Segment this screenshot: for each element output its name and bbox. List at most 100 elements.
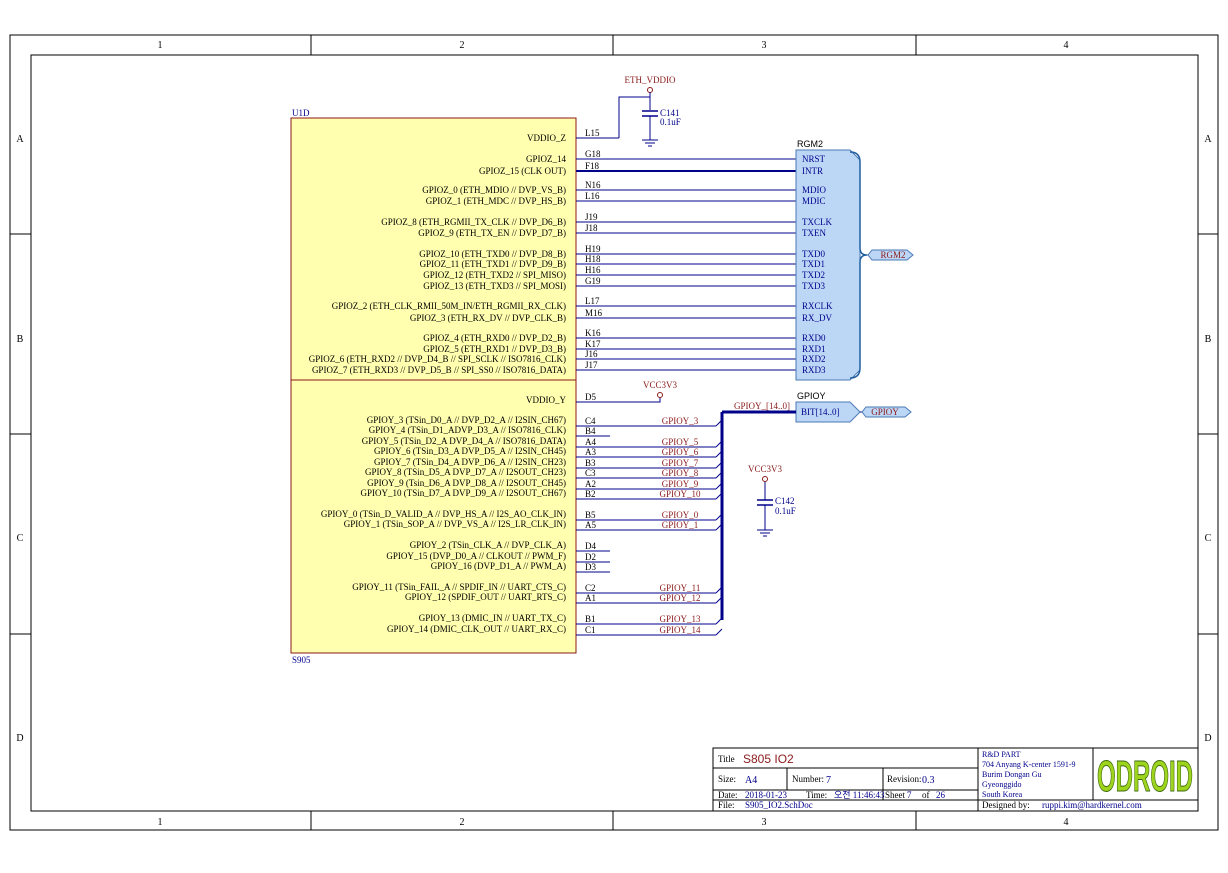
c142-decoupling: VCC3V3 C142 0.1uF [748,464,796,537]
pin-number: N16 [585,180,601,190]
col-label-top: 1 [158,40,163,51]
time-label: Time: [806,790,827,800]
row-label-left: B [17,334,24,345]
bus-entry [715,586,723,594]
gpioy-harness[interactable]: GPIOY BIT[14..0] GPIOY [795,391,912,423]
pin-number: F18 [585,161,600,171]
pin-number: L17 [585,296,600,306]
pin-label: GPIOY_12 (SPDIF_OUT // UART_RTS_C) [405,592,566,602]
bus-entries: GPIOY_3GPIOY_5GPIOY_6GPIOY_7GPIOY_8GPIOY… [659,416,723,636]
pin-number: J16 [585,349,598,359]
sheet-value: 7 [907,790,912,800]
net-label: GPIOY_0 [662,510,699,520]
pin-label: VDDIO_Y [526,395,566,405]
net-label: GPIOY_13 [659,614,701,624]
gpioy-bus: GPIOY_[14..0] GPIOY_3GPIOY_5GPIOY_6GPIOY… [659,401,796,636]
pin-label: GPIOZ_10 (ETH_TXD0 // DVP_D8_B) [419,249,566,259]
bus-entry [715,492,723,500]
pin-number: K16 [585,328,601,338]
pin-label: GPIOZ_7 (ETH_RXD3 // DVP_D5_B // SPI_SS0… [312,365,566,375]
harness-entry: RXCLK [802,301,833,311]
net-label: GPIOY_14 [659,625,701,635]
row-label-right: C [1205,533,1212,544]
designed-by: ruppi.kim@hardkernel.com [1042,800,1142,810]
harness-entry: RX_DV [802,313,833,323]
company-line: South Korea [982,790,1023,799]
net-label: GPIOY_7 [662,458,699,468]
pin-label: GPIOZ_5 (ETH_RXD1 // DVP_D3_B) [423,344,566,354]
bus-entry [715,596,723,604]
net-label: GPIOY_12 [659,593,700,603]
pin-label: GPIOY_3 (TSin_D0_A // DVP_D2_A // I2SIN_… [367,415,566,425]
size-value: A4 [745,775,757,786]
power-port-label: VCC3V3 [643,380,678,390]
pin-label: GPIOZ_15 (CLK OUT) [479,166,566,176]
power-port-label: ETH_VDDIO [625,75,676,85]
power-port-circle [762,476,768,482]
pin-number: L15 [585,128,600,138]
harness-entry: BIT[14..0] [801,407,840,417]
harness-title: GPIOY [797,391,826,401]
harness-entry: TXD0 [802,249,825,259]
pin-label: GPIOZ_2 (ETH_CLK_RMII_50M_IN/ETH_RGMII_R… [332,301,566,311]
pin-label: GPIOY_9 (Tsin_D6_A DVP_D8_A // I2SOUT_CH… [367,478,566,488]
row-label-right: A [1204,134,1212,145]
vcc3v3-power-a: VCC3V3 [610,380,678,403]
pin-number: A3 [585,447,596,457]
pin-label: GPIOZ_8 (ETH_RGMII_TX_CLK // DVP_D6_B) [381,217,566,227]
harness-entry: MDIC [802,196,826,206]
port-label: GPIOY [871,407,899,417]
pin-number: G18 [585,149,601,159]
cap-ref: C142 [775,496,795,506]
net-label: GPIOY_9 [662,479,699,489]
pin-label: VDDIO_Z [527,133,566,143]
title-label: Title [718,754,735,764]
date-value: 2018-01-23 [745,790,787,800]
frame-labels: 1 2 3 4 1 2 3 4 A B C D A B C D [16,40,1212,828]
pin-number: B2 [585,489,596,499]
pin-label: GPIOY_15 (DVP_D0_A // CLKOUT // PWM_F) [386,551,566,561]
file-value: S905_IO2.SchDoc [745,800,813,810]
gpioy-port [861,406,912,418]
pin-label: GPIOY_14 (DMIC_CLK_OUT // UART_RX_C) [387,624,566,634]
number-label: Number: [792,774,824,784]
net-label: GPIOY_10 [659,489,701,499]
pin-label: GPIOY_10 (TSin_D7_A DVP_D9_A // I2SOUT_C… [360,488,566,498]
harness-entry: TXEN [802,228,826,238]
company-line: 704 Anyang K-center 1591-9 [982,760,1076,769]
pin-number: K17 [585,339,601,349]
col-label-bottom: 2 [460,817,465,828]
sheet-label: Sheet [885,790,905,800]
company-line: Gyeonggido [982,780,1022,789]
harness-entry: RXD0 [802,333,826,343]
col-label-top: 2 [460,40,465,51]
file-label: File: [718,800,735,810]
net-label: GPIOY_3 [662,416,699,426]
u1d-body-bottom[interactable] [290,379,577,654]
harness-entry: RXD2 [802,354,826,364]
col-label-bottom: 3 [762,817,767,828]
pin-label: GPIOY_2 (TSin_CLK_A // DVP_CLK_A) [410,540,566,550]
pin-number: A1 [585,593,596,603]
rgm2-harness[interactable]: RGM2 RGM2 NRSTINTRMDIOMDICTXCLKTXENTXD0T… [795,139,914,381]
bus-entry [715,471,723,479]
bus-entry [715,419,723,427]
pin-number: A4 [585,437,596,447]
bus-entry [715,617,723,625]
pin-label: GPIOZ_11 (ETH_TXD1 // DVP_D9_B) [420,259,566,269]
component-part: S905 [292,655,311,665]
harness-entry: INTR [802,166,823,176]
pin-label: GPIOY_1 (TSin_SOP_A // DVP_VS_A // I2S_L… [344,519,566,529]
pin-number: C3 [585,468,596,478]
cap-value: 0.1uF [660,117,681,127]
pin-label: GPIOZ_9 (ETH_TX_EN // DVP_D7_B) [418,228,566,238]
sheet-title: S805 IO2 [743,752,794,766]
pin-number: C2 [585,583,596,593]
net-label: GPIOY_1 [662,520,699,530]
bus-entry [715,482,723,490]
pin-number: J17 [585,360,598,370]
sheets-value: 26 [936,790,946,800]
col-label-bottom: 4 [1064,817,1069,828]
pin-label: GPIOY_11 (TSin_FAIL_A // SPDIF_IN // UAR… [352,582,566,592]
revision-value: 0.3 [922,775,935,786]
